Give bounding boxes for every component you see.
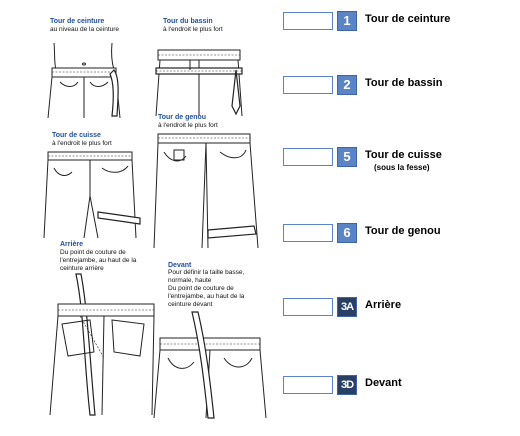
badge-3d: 3D (337, 375, 357, 395)
waist-measurement-illustration (47, 42, 121, 118)
badge-3a: 3A (337, 297, 357, 317)
illustration-title: Tour du bassin (163, 18, 213, 25)
hip-measurement-illustration (155, 49, 243, 116)
illustration-subtitle: à l'endroit le plus fort (163, 26, 223, 33)
measurement-label: Arrière (365, 299, 402, 311)
measurement-sublabel: (sous la fesse) (374, 163, 430, 172)
illustration-subtitle: à l'endroit le plus fort (52, 140, 112, 147)
illustration-subtitle: au niveau de la ceinture (50, 26, 120, 33)
illustration-subtitle: Du point de couture de l'entrejambe, au … (60, 249, 137, 272)
knee-measurement-illustration (153, 133, 259, 249)
illustration-title: Tour de ceinture (50, 18, 105, 25)
waist-input[interactable] (283, 12, 333, 30)
thigh-input[interactable] (283, 148, 333, 166)
illustration-subtitle: à l'endroit le plus fort (158, 122, 218, 129)
back-rise-measurement-illustration (49, 273, 155, 416)
front-rise-input[interactable] (283, 376, 333, 394)
hip-input[interactable] (283, 76, 333, 94)
illustration-title: Arrière (60, 241, 83, 248)
measurement-label: Tour de bassin (365, 77, 443, 89)
measurement-label: Tour de cuisse (365, 149, 442, 161)
badge-6: 6 (337, 223, 357, 243)
badge-1: 1 (337, 11, 357, 31)
measurement-label: Tour de ceinture (365, 13, 451, 25)
front-rise-measurement-illustration (153, 311, 267, 419)
illustration-subtitle-detail: Du point de couture de l'entrejambe, au … (168, 285, 245, 308)
measurement-label: Devant (365, 377, 402, 389)
measurement-label: Tour de genou (365, 225, 441, 237)
badge-2: 2 (337, 75, 357, 95)
badge-5: 5 (337, 147, 357, 167)
illustration-title: Tour de genou (158, 114, 207, 121)
knee-input[interactable] (283, 224, 333, 242)
illustration-subtitle: Pour définir la taille basse, normale, h… (168, 269, 245, 284)
thigh-measurement-illustration (43, 151, 141, 239)
illustration-title: Tour de cuisse (52, 132, 101, 139)
back-rise-input[interactable] (283, 298, 333, 316)
illustration-title: Devant (168, 262, 192, 269)
